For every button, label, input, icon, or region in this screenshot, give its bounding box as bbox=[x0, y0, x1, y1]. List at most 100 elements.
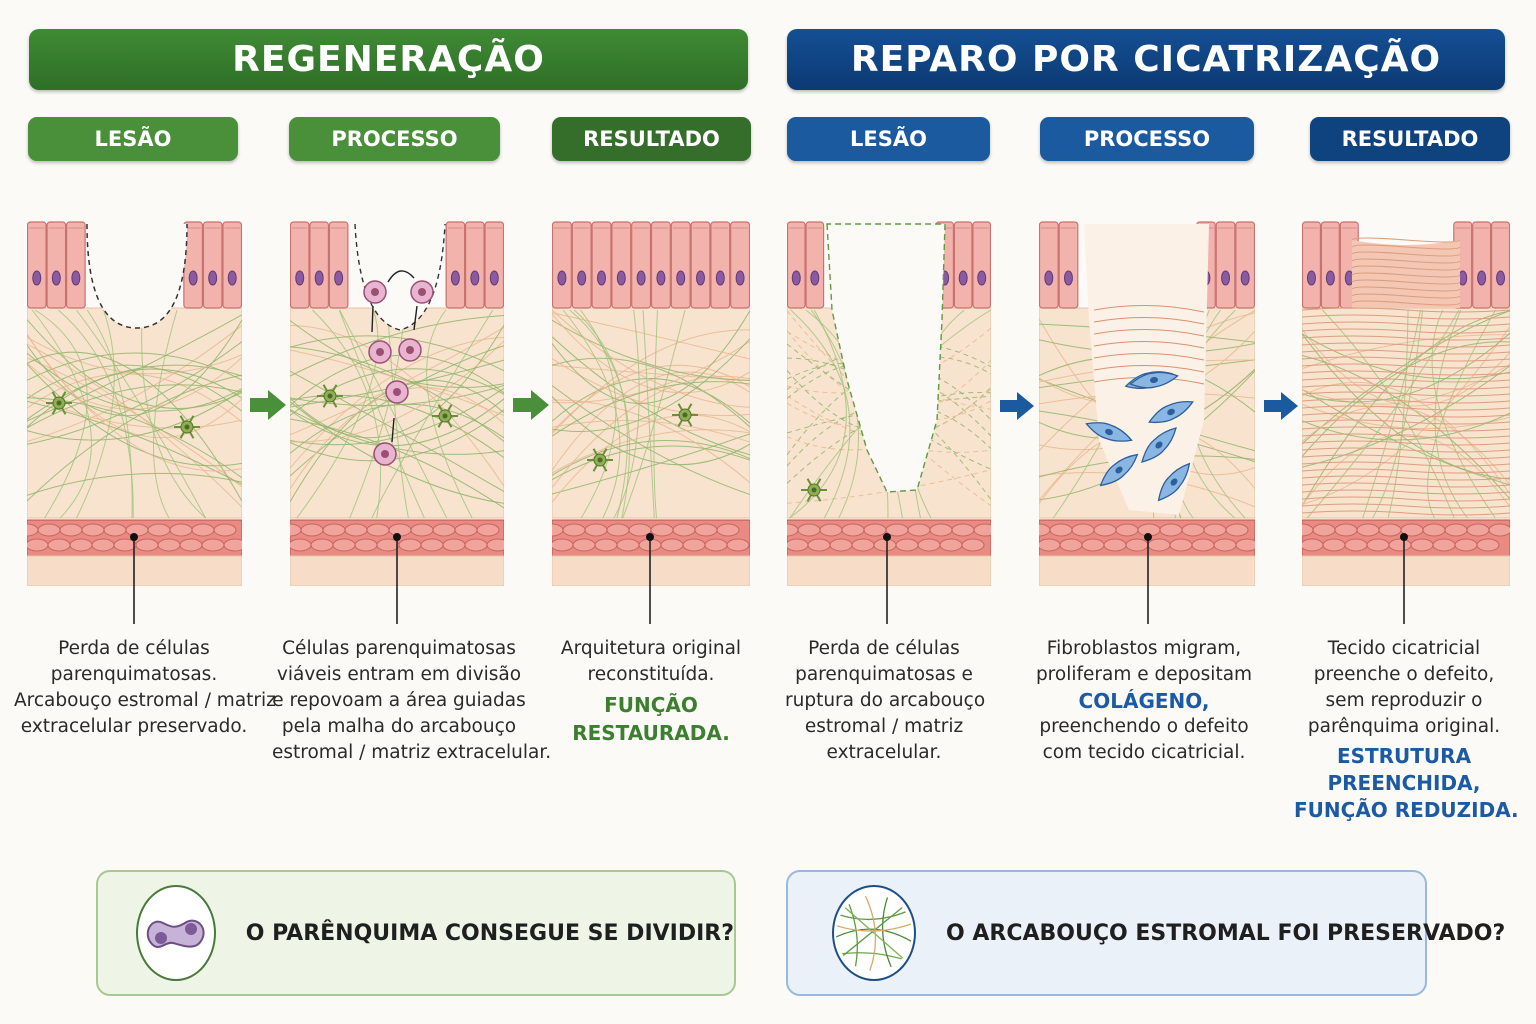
rep-resultado-caption: Tecido cicatricial preenche o defeito, s… bbox=[1294, 636, 1519, 824]
caption-emphasis: COLÁGENO, bbox=[1078, 689, 1210, 713]
fibroblast bbox=[1141, 427, 1177, 463]
caption-line: estromal / matriz bbox=[804, 716, 964, 737]
nucleus bbox=[188, 270, 198, 286]
caption-line: extracelular. bbox=[826, 742, 942, 763]
question-box-regeneracao: O PARÊNQUIMA CONSEGUE SE DIVIDIR? bbox=[96, 870, 736, 996]
nucleus bbox=[696, 270, 705, 286]
epithelial-cell bbox=[710, 221, 731, 309]
nucleus bbox=[656, 270, 666, 286]
reg-resultado-panel bbox=[552, 221, 750, 586]
caption-line: Fibroblastos migram, bbox=[1046, 638, 1242, 659]
caption-line: estromal / matriz extracelular. bbox=[272, 742, 552, 763]
nucleus bbox=[208, 270, 218, 286]
epithelial-cell bbox=[631, 221, 652, 309]
epithelial-cell bbox=[1320, 221, 1340, 309]
nucleus bbox=[227, 270, 237, 286]
caption-line: sem reproduzir o bbox=[1325, 690, 1483, 711]
regeneracao-banner: REGENERAÇÃO bbox=[29, 29, 748, 90]
nucleus bbox=[791, 270, 801, 286]
ruptured-area bbox=[826, 223, 946, 493]
epithelial-cell bbox=[27, 221, 47, 309]
caption-line: parenquimatosas. bbox=[50, 664, 218, 685]
reparo-banner: REPARO POR CICATRIZAÇÃO bbox=[787, 29, 1505, 90]
nucleus bbox=[1477, 270, 1487, 286]
caption-emphasis: FUNÇÃO bbox=[604, 693, 698, 717]
epithelial-cell bbox=[1058, 221, 1079, 309]
nucleus bbox=[636, 270, 646, 286]
epithelial-cell bbox=[571, 221, 592, 309]
question-text: O PARÊNQUIMA CONSEGUE SE DIVIDIR? bbox=[245, 920, 734, 946]
rep-step-lesao: LESÃO bbox=[787, 117, 990, 161]
nucleus bbox=[1325, 270, 1335, 286]
nucleus bbox=[1496, 270, 1506, 286]
rep-lesao-caption: Perda de células parenquimatosas e ruptu… bbox=[785, 636, 986, 766]
caption-line: proliferam e depositam bbox=[1035, 664, 1253, 685]
epithelial-cell bbox=[202, 221, 223, 309]
arrow-right-icon bbox=[513, 390, 549, 420]
epithelial-cell bbox=[972, 221, 991, 309]
migration-arrows bbox=[371, 270, 418, 443]
fibroblast bbox=[1085, 422, 1133, 442]
stromal-mesh-icon bbox=[832, 885, 916, 981]
nucleus bbox=[71, 270, 81, 286]
stromal-cell bbox=[432, 404, 458, 428]
epithelial-cell bbox=[805, 221, 825, 309]
caption-emphasis: PREENCHIDA, bbox=[1327, 771, 1481, 795]
caption-line: parênquima original. bbox=[1307, 716, 1501, 737]
connective-base bbox=[290, 555, 504, 586]
fibroblast bbox=[1129, 371, 1179, 389]
caption-line: Perda de células bbox=[808, 638, 960, 659]
epithelial-cell bbox=[650, 221, 671, 309]
stromal-cell bbox=[46, 391, 72, 415]
stromal-cell bbox=[174, 415, 200, 439]
caption-line: Tecido cicatricial bbox=[1327, 638, 1481, 659]
nucleus bbox=[295, 270, 305, 286]
epithelial-cell bbox=[690, 221, 711, 309]
nucleus bbox=[597, 270, 606, 286]
defect bbox=[87, 224, 187, 328]
nucleus bbox=[32, 270, 42, 286]
nucleus bbox=[51, 270, 61, 286]
caption-line: e repovoam a área guiadas bbox=[272, 690, 526, 711]
nucleus bbox=[577, 270, 587, 286]
stromal-cell bbox=[587, 448, 613, 472]
nucleus bbox=[334, 270, 344, 286]
question-box-reparo: O ARCABOUÇO ESTROMAL FOI PRESERVADO? bbox=[786, 870, 1505, 996]
caption-line: parenquimatosas e bbox=[795, 664, 973, 685]
caption-line: pela malha do arcabouço bbox=[281, 716, 517, 737]
rep-lesao-panel bbox=[787, 221, 991, 586]
matrix-fibers bbox=[552, 309, 750, 519]
wound-area bbox=[1084, 224, 1209, 515]
caption-line: ruptura do arcabouço bbox=[785, 690, 986, 711]
epithelial-cell bbox=[787, 221, 806, 309]
epithelial-cell bbox=[445, 221, 466, 309]
nucleus bbox=[314, 270, 324, 286]
collagen-fiber bbox=[1093, 352, 1205, 361]
arrow-right-icon bbox=[250, 390, 286, 420]
epithelial-cell bbox=[1215, 221, 1236, 309]
dividing-cell-icon bbox=[136, 885, 216, 981]
nucleus bbox=[977, 270, 987, 286]
reg-resultado-caption: Arquitetura original reconstituída. FUNÇ… bbox=[550, 636, 752, 747]
fibroblast bbox=[1148, 400, 1194, 424]
epithelial-cell bbox=[730, 221, 750, 309]
epithelial-cell bbox=[309, 221, 330, 309]
nucleus bbox=[489, 270, 499, 286]
reg-step-resultado: RESULTADO bbox=[552, 117, 751, 161]
epithelial-cell bbox=[953, 221, 973, 309]
collagen-fiber bbox=[1093, 364, 1205, 373]
rep-step-resultado: RESULTADO bbox=[1310, 117, 1510, 161]
epithelial-cell bbox=[1302, 221, 1322, 309]
stromal-cell bbox=[672, 403, 698, 427]
epithelial-cell bbox=[484, 221, 504, 309]
caption-line: extracelular preservado. bbox=[20, 716, 248, 737]
nucleus bbox=[810, 270, 820, 286]
epithelial-cell bbox=[290, 221, 310, 309]
epithelial-cell bbox=[1235, 221, 1255, 309]
rep-resultado-panel bbox=[1302, 221, 1510, 586]
caption-line: Células parenquimatosas bbox=[282, 638, 516, 659]
caption-emphasis: ESTRUTURA bbox=[1336, 744, 1472, 768]
reg-processo-panel bbox=[290, 221, 504, 586]
epithelial-cell bbox=[591, 221, 612, 309]
nucleus bbox=[1063, 270, 1073, 286]
